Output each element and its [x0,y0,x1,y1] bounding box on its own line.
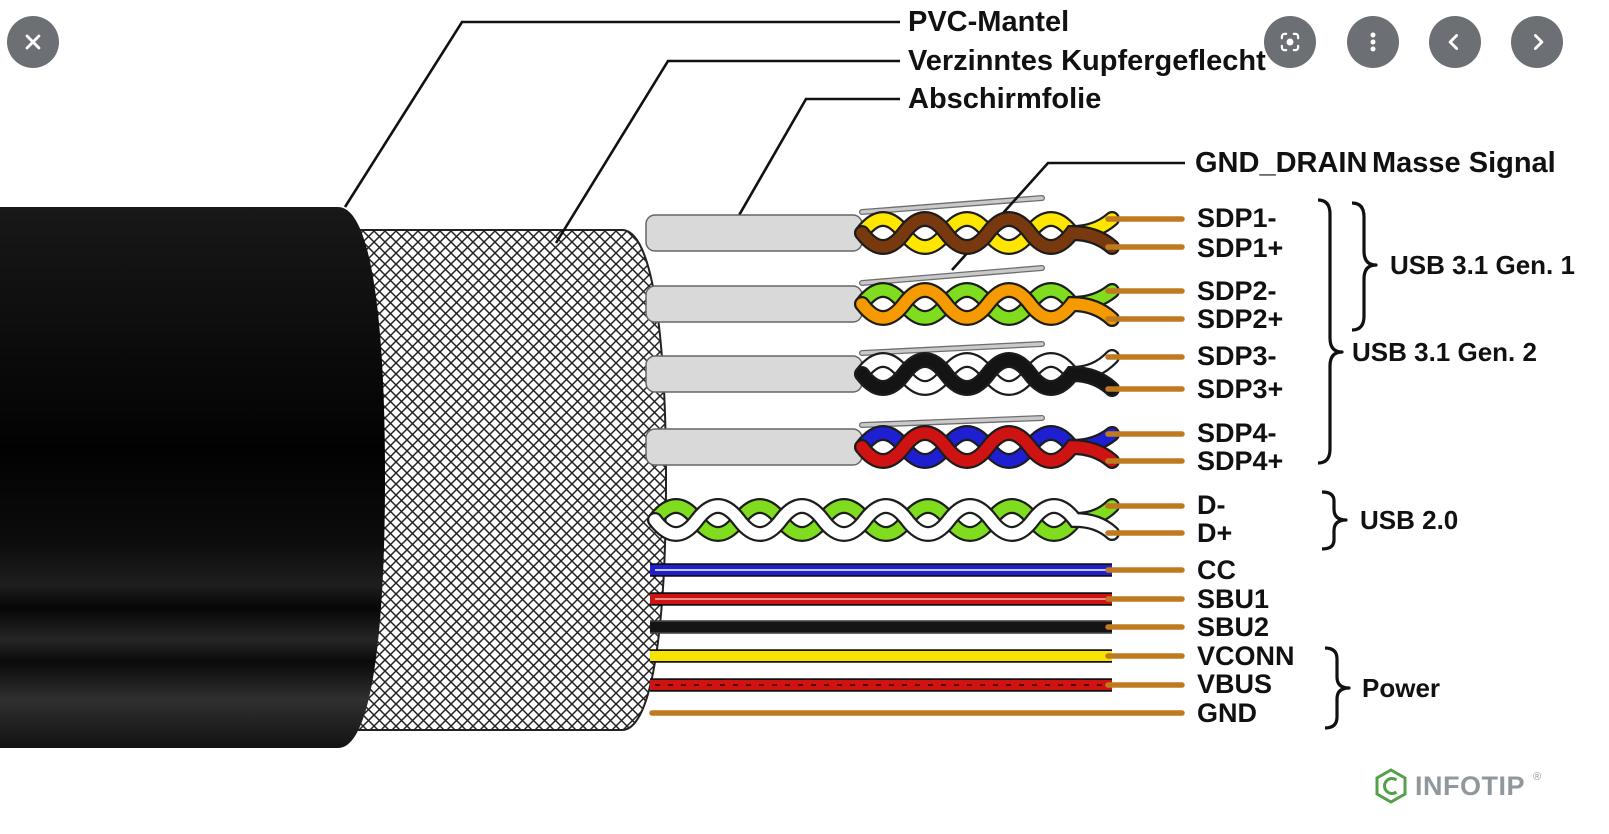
callout-label-jacket: PVC-Mantel [908,6,1069,38]
foil-sleeve-2 [645,285,863,323]
chevron-left-icon [1448,34,1459,50]
drain-wires [859,195,1045,428]
wire-label-sdp2m: SDP2- [1197,276,1277,306]
wire-label-cc: CC [1197,555,1236,585]
twisted-pair-sdp1 [854,211,1120,255]
infotip-logo-registered-mark: ® [1533,771,1542,783]
wire-label-sdp1p: SDP1+ [1197,233,1283,263]
drain-note: Masse Signal [1372,147,1556,179]
chevron-right-icon [1533,34,1544,50]
wire-label-dp: D+ [1197,518,1232,548]
brace-power [1324,646,1351,730]
more-options-button[interactable] [1347,16,1399,68]
wire-label-sdp4p: SDP4+ [1197,446,1283,476]
next-image-button[interactable] [1511,16,1563,68]
cable-jacket [0,207,385,748]
twisted-pair-sdp3 [854,349,1120,397]
callout-line-braid [554,59,900,244]
twisted-pair-usb2 [647,498,1120,542]
lens-search-icon [1280,32,1300,52]
infotip-logo: INFOTIP ® [1374,768,1542,804]
wire-label-sbu2: SBU2 [1197,612,1269,642]
infotip-hexagon-icon [1375,768,1407,804]
lens-search-button[interactable] [1264,16,1316,68]
twisted-pair-sdp2 [854,282,1120,327]
callout-line-foil [732,97,900,225]
kebab-menu-icon [1370,32,1376,52]
wire-label-vbus: VBUS [1197,669,1272,699]
wire-label-sdp2p: SDP2+ [1197,304,1283,334]
wire-label-sdp3m: SDP3- [1197,341,1277,371]
wire-label-sdp4m: SDP4- [1197,418,1277,448]
close-button[interactable] [7,16,59,68]
wire-label-vconn: VCONN [1197,641,1295,671]
callout-label-braid: Verzinntes Kupfergeflecht [908,45,1266,77]
brace-gen2 [1317,198,1344,465]
previous-image-button[interactable] [1429,16,1481,68]
brace-gen1 [1351,201,1378,332]
callout-label-foil: Abschirmfolie [908,83,1101,115]
drain-label: GND_DRAIN [1195,147,1367,179]
wire-label-sbu1: SBU1 [1197,584,1269,614]
brace-usb2 [1321,490,1348,551]
infotip-logo-text: INFOTIP [1415,771,1525,801]
group-label-usb2: USB 2.0 [1360,505,1458,535]
wire-label-gnd: GND [1197,698,1257,728]
group-label-gen1: USB 3.1 Gen. 1 [1390,250,1575,280]
x-icon [25,34,41,50]
copper-tips [1105,216,1185,688]
wire-label-dm: D- [1197,490,1226,520]
foil-sleeve-4 [645,428,863,466]
wire-label-sdp1m: SDP1- [1197,203,1277,233]
group-label-gen2: USB 3.1 Gen. 2 [1352,337,1537,367]
group-label-power: Power [1362,673,1440,703]
foil-sleeve-3 [645,355,863,393]
callout-line-jacket [343,20,900,208]
foil-sleeve-1 [645,214,863,252]
twisted-pair-sdp4 [854,425,1120,469]
wire-label-sdp3p: SDP3+ [1197,374,1283,404]
